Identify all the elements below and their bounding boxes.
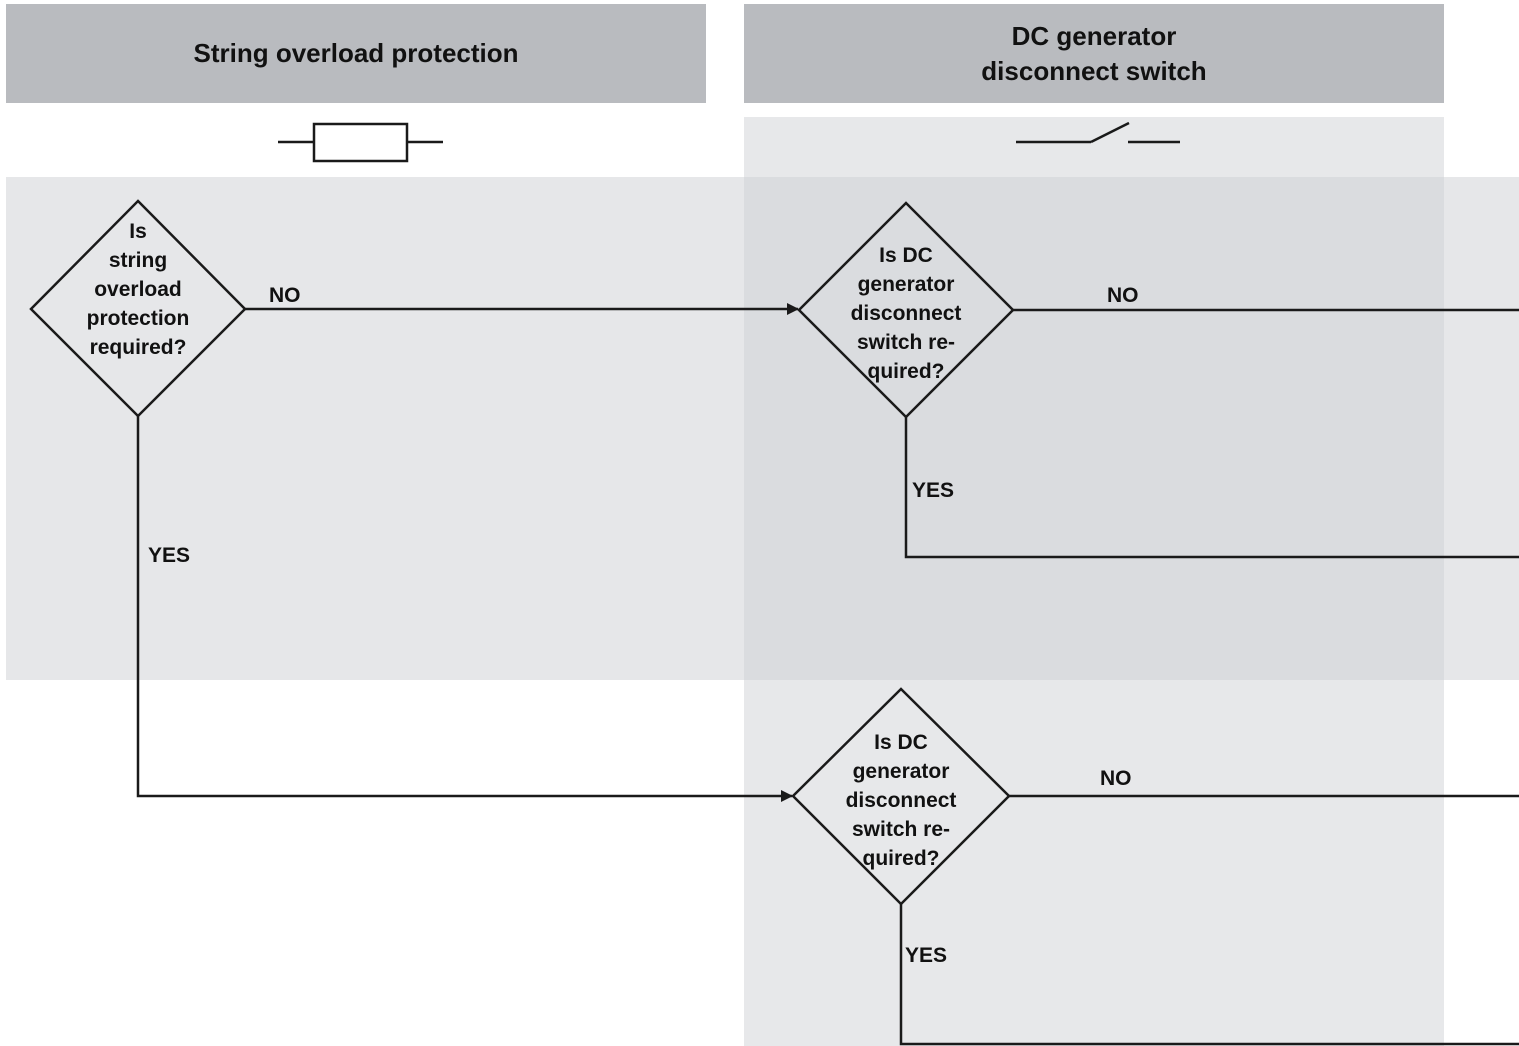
decision-text-dc-switch-lower: Is DC generator disconnect switch re- qu…: [845, 731, 957, 870]
edge-upper-yes-exit: [904, 417, 1519, 559]
edge-label-yes-3: YES: [905, 944, 948, 967]
edge-label-no-1: NO: [269, 284, 301, 307]
fuse-symbol-icon: [278, 122, 443, 163]
edge-label-yes-1: YES: [148, 544, 191, 567]
edge-lower-yes-exit: [899, 904, 1519, 1046]
string-overload-row-band: [6, 177, 1519, 680]
decision-text-string-overload: Is string overload protection required?: [86, 220, 190, 359]
header-dc-generator-disconnect-switch: DC generator disconnect switch: [744, 4, 1444, 103]
edge-label-no-3: NO: [1100, 767, 1132, 790]
edge-label-no-2: NO: [1107, 284, 1139, 307]
edge-yes-to-dc-switch-lower: [136, 416, 793, 802]
header-string-overload-protection: String overload protection: [6, 4, 706, 103]
switch-symbol-icon: [1016, 121, 1180, 144]
decision-text-dc-switch-upper: Is DC generator disconnect switch re- qu…: [850, 244, 962, 383]
edge-label-yes-2: YES: [912, 479, 955, 502]
